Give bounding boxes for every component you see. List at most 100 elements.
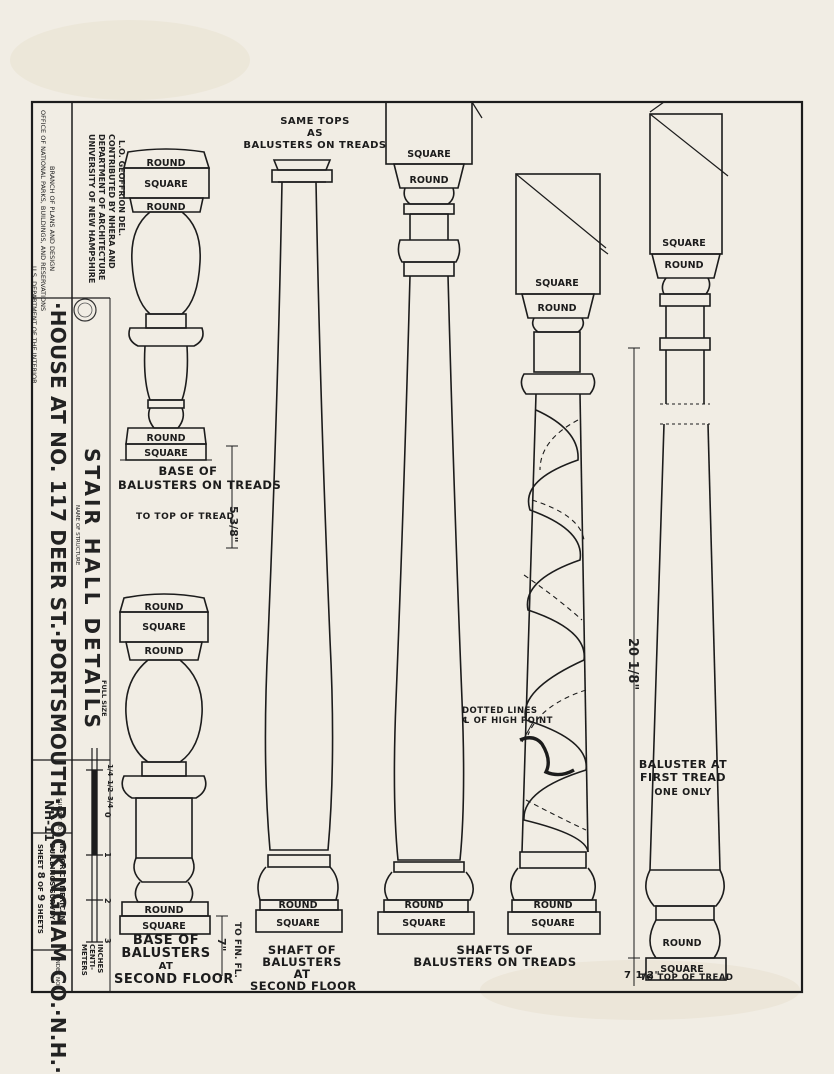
- habs-line-1: HISTORIC AMERICAN: [58, 840, 66, 922]
- base-second-line-4: SECOND FLOOR: [114, 972, 234, 987]
- drawing-scale-note: FULL SIZE: [100, 680, 108, 717]
- label-round-d4-bot: ROUND: [405, 900, 444, 911]
- label-round-d1-top: ROUND: [147, 158, 186, 169]
- label-square-d1-bot: SQUARE: [144, 448, 188, 459]
- shaft-second-floor-caption: SHAFT OF BALUSTERS AT SECOND FLOOR: [250, 943, 357, 993]
- label-round-d1-bot: ROUND: [147, 433, 186, 444]
- label-round-d5-top: ROUND: [538, 303, 577, 314]
- drawing-sheet: ROUND SQUARE ROUND ROUND SQUARE ROUND SQ…: [10, 20, 804, 1020]
- first-tread-line-2: FIRST TREAD: [640, 771, 726, 784]
- baluster-shaft-treads-plain-drawing: [377, 101, 483, 935]
- scale-fraction-2: 1/2: [106, 780, 114, 793]
- baluster-base-treads-drawing: [120, 148, 212, 461]
- shafts-treads-caption: SHAFTS OF BALUSTERS ON TREADS: [400, 944, 590, 968]
- sheet-label: SHEET: [36, 844, 44, 870]
- first-tread-caption: BALUSTER AT FIRST TREAD ONE ONLY: [628, 758, 738, 799]
- dimension-fin-floor: [216, 915, 228, 976]
- delineator-credit: L.O. GEOFFRION DEL.: [117, 140, 126, 237]
- same-tops-line-1: SAME TOPS: [280, 116, 350, 127]
- label-round-d2-top: ROUND: [145, 602, 184, 613]
- survey-no-label: SURVEY NO.: [56, 798, 62, 832]
- dimension-total-value: 20 1/8": [625, 638, 640, 691]
- scale-inch-2: 2: [103, 898, 112, 904]
- label-square-d4-top: SQUARE: [407, 149, 451, 160]
- index-no-label: INDEX NO.: [54, 958, 60, 987]
- base-second-line-1: BASE OF: [132, 933, 200, 948]
- shaft-second-line-4: SECOND FLOOR: [250, 979, 357, 993]
- label-round-d2-bot: ROUND: [145, 905, 184, 916]
- scale-fraction-3: 3/4: [106, 796, 114, 809]
- base-treads-line-2: BALUSTERS ON TREADS: [118, 478, 282, 492]
- shafts-treads-line-1: SHAFTS OF: [456, 943, 534, 957]
- dotted-lines-line-2: ℄ OF HIGH POINT: [462, 716, 553, 726]
- base-second-line-3: AT: [158, 961, 174, 972]
- to-fin-floor-note: TO FIN. FL.: [232, 922, 242, 978]
- label-square-d1-top: SQUARE: [144, 179, 188, 190]
- dotted-lines-line-1: DOTTED LINES: [462, 706, 538, 716]
- baluster-base-second-floor-drawing: [118, 593, 211, 935]
- seal-stamp: [73, 298, 97, 322]
- first-tread-line-3: ONE ONLY: [654, 787, 712, 798]
- scale-inch-3: 3: [103, 938, 112, 944]
- shaft-second-line-1: SHAFT OF: [267, 943, 337, 957]
- label-square-d5-bot: SQUARE: [531, 918, 575, 929]
- sheet-number-line: SHEET 8 OF 9 SHEETS: [35, 844, 46, 934]
- label-round-d1-mid: ROUND: [147, 202, 186, 213]
- to-top-of-tread-note: TO TOP OF TREAD: [136, 512, 235, 522]
- label-round-d2-mid: ROUND: [145, 646, 184, 657]
- scale-fraction-1: 1/4: [106, 764, 114, 777]
- scale-inch-1: 1: [103, 852, 112, 858]
- shafts-treads-line-2: BALUSTERS ON TREADS: [413, 955, 577, 969]
- agency-line-2: OFFICE OF NATIONAL PARKS, BUILDINGS, AND…: [39, 110, 47, 312]
- scale-inch-0: 0: [103, 812, 112, 818]
- label-square-d6-top: SQUARE: [662, 238, 706, 249]
- label-round-d5-bot: ROUND: [534, 900, 573, 911]
- sheets-label: SHEETS: [36, 903, 44, 934]
- same-tops-line-2: AS: [307, 128, 323, 139]
- base-treads-line-1: BASE OF: [158, 464, 218, 478]
- dimension-first-tread: [628, 347, 640, 986]
- dimension-fin-floor-value: 7": [215, 938, 228, 952]
- shaft-second-line-2: BALUSTERS: [262, 955, 342, 969]
- label-round-d6-top: ROUND: [665, 260, 704, 271]
- contributor-line-1: CONTRIBUTED BY NHERA AND: [107, 134, 116, 269]
- dimension-tread-value: 5 3/8": [227, 506, 240, 543]
- scale-units-2: CENTI-: [88, 944, 96, 971]
- baluster-first-tread-drawing: [645, 101, 729, 981]
- baluster-shaft-second-floor-drawing: [255, 159, 343, 933]
- label-round-d4-top: ROUND: [410, 175, 449, 186]
- dotted-lines-note: DOTTED LINES ℄ OF HIGH POINT: [462, 706, 553, 726]
- label-square-d3: SQUARE: [276, 918, 320, 929]
- contributor-line-3: UNIVERSITY OF NEW HAMPSHIRE: [87, 134, 96, 284]
- label-round-d6-bot: ROUND: [663, 938, 702, 949]
- label-square-d2-bot: SQUARE: [142, 921, 186, 932]
- label-round-d3: ROUND: [279, 900, 318, 911]
- base-second-line-2: BALUSTERS: [121, 946, 211, 961]
- dimension-tread-base: [226, 445, 238, 549]
- label-square-d5-top: SQUARE: [535, 278, 579, 289]
- baluster-shaft-treads-twisted-drawing: [507, 173, 609, 935]
- sheet-of-label: OF: [36, 881, 44, 892]
- scale-units-3: METERS: [80, 944, 88, 976]
- habs-line-2: BUILDINGS SURVEY: [48, 843, 56, 920]
- sheet-total: 9: [35, 894, 46, 902]
- agency-line-1: U.S. DEPARTMENT OF THE INTERIOR: [30, 266, 38, 384]
- dimension-bottom-value: 7 1/2": [624, 970, 661, 981]
- label-square-d4-bot: SQUARE: [402, 918, 446, 929]
- base-treads-caption: BASE OF BALUSTERS ON TREADS: [118, 464, 282, 492]
- shaft-second-line-3: AT: [293, 967, 311, 981]
- dotted-lines-leader: [521, 721, 534, 743]
- sheet-number: 8: [35, 871, 46, 879]
- contributor-line-2: DEPARTMENT OF ARCHITECTURE: [97, 134, 106, 281]
- scale-bar: [86, 748, 103, 943]
- same-tops-note: SAME TOPS AS BALUSTERS ON TREADS: [240, 116, 390, 152]
- agency-line-3: BRANCH OF PLANS AND DESIGN: [48, 166, 56, 272]
- same-tops-line-3: BALUSTERS ON TREADS: [243, 140, 387, 151]
- label-square-d2-top: SQUARE: [142, 622, 186, 633]
- first-tread-line-1: BALUSTER AT: [638, 758, 728, 771]
- drawing-labels: ROUND SQUARE ROUND ROUND SQUARE ROUND SQ…: [142, 149, 706, 975]
- to-top-of-tread-bottom: TO TOP OF TREAD: [640, 973, 734, 983]
- base-second-floor-caption: BASE OF BALUSTERS AT SECOND FLOOR: [114, 933, 234, 987]
- survey-no: NH-11: [42, 800, 56, 842]
- scale-units-1: INCHES: [96, 944, 104, 974]
